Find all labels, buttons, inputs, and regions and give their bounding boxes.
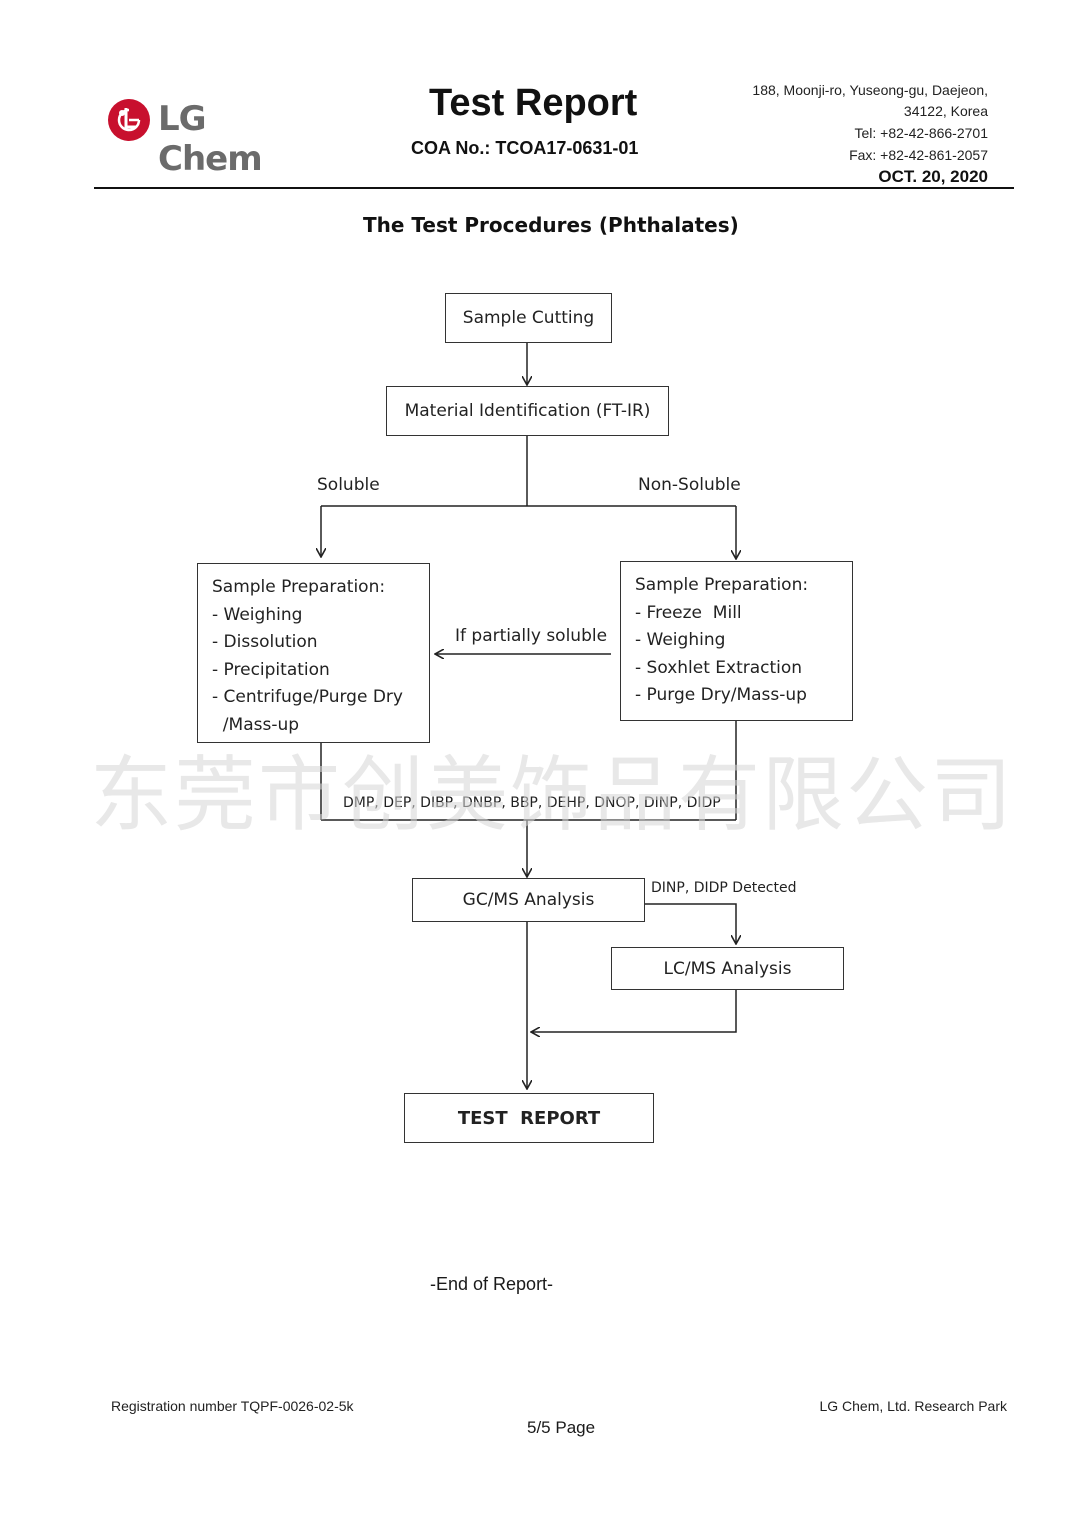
page-title: Test Report [429, 82, 638, 124]
lg-chem-logo: LG Chem [106, 97, 316, 179]
prep-non-soluble-item: - Weighing [635, 630, 726, 650]
prep-soluble-list: Sample Preparation: - Weighing - Dissolu… [198, 564, 429, 739]
arrow-lcms-return [532, 990, 737, 1032]
prep-non-soluble-title: Sample Preparation: [635, 575, 809, 595]
arrow-to-lcms [645, 903, 736, 943]
prep-soluble-item: - Dissolution [212, 632, 318, 652]
label-compounds: DMP, DEP, DIBP, DNBP, BBP, DEHP, DNOP, D… [343, 795, 721, 811]
report-date: OCT. 20, 2020 [878, 167, 988, 186]
footer-page-number: 5/5 Page [527, 1418, 596, 1437]
footer-registration: Registration number TQPF-0026-02-5k [111, 1398, 354, 1414]
prep-soluble-title: Sample Preparation: [212, 577, 386, 597]
box-gcms-analysis: GC/MS Analysis [412, 878, 645, 922]
box-test-report: TEST REPORT [404, 1093, 654, 1143]
box-sample-prep-non-soluble: Sample Preparation: - Freeze Mill - Weig… [620, 561, 853, 721]
prep-soluble-item: /Mass-up [212, 714, 300, 735]
fax-number: Fax: +82-42-861-2057 [849, 147, 988, 163]
box-lcms-analysis: LC/MS Analysis [611, 947, 844, 990]
box-material-identification: Material Identification (FT-IR) [386, 386, 669, 436]
header-divider [94, 187, 1014, 189]
address-line-2: 34122, Korea [903, 103, 988, 119]
label-partially-soluble: If partially soluble [455, 626, 608, 646]
coa-label: COA No. [411, 138, 485, 158]
box-sample-cutting: Sample Cutting [445, 293, 612, 343]
address-line-1: 188, Moonji-ro, Yuseong-gu, Daejeon, [752, 82, 988, 98]
prep-soluble-item: - Centrifuge/Purge Dry [212, 687, 403, 707]
box-sample-prep-soluble: Sample Preparation: - Weighing - Dissolu… [197, 563, 430, 743]
label-non-soluble: Non-Soluble [638, 475, 741, 495]
coa-value: : TCOA17-0631-01 [484, 138, 639, 158]
prep-soluble-item: - Weighing [212, 604, 303, 625]
logo-text: LG Chem [158, 99, 263, 179]
section-title: The Test Procedures (Phthalates) [363, 213, 739, 237]
prep-non-soluble-item: - Purge Dry/Mass-up [635, 685, 807, 705]
coa-number: COA No.: TCOA17-0631-01 [411, 138, 638, 159]
label-soluble: Soluble [317, 475, 380, 495]
label-dinp-didp-detected: DINP, DIDP Detected [651, 880, 797, 896]
prep-non-soluble-item: - Freeze Mill [635, 602, 742, 623]
prep-non-soluble-list: Sample Preparation: - Freeze Mill - Weig… [621, 562, 852, 710]
prep-non-soluble-item: - Soxhlet Extraction [635, 657, 803, 678]
tel-number: Tel: +82-42-866-2701 [854, 125, 989, 141]
footer-company: LG Chem, Ltd. Research Park [819, 1398, 1007, 1414]
end-of-report: -End of Report- [430, 1274, 554, 1294]
lg-logo-icon [108, 99, 150, 141]
prep-soluble-item: - Precipitation [212, 659, 330, 680]
